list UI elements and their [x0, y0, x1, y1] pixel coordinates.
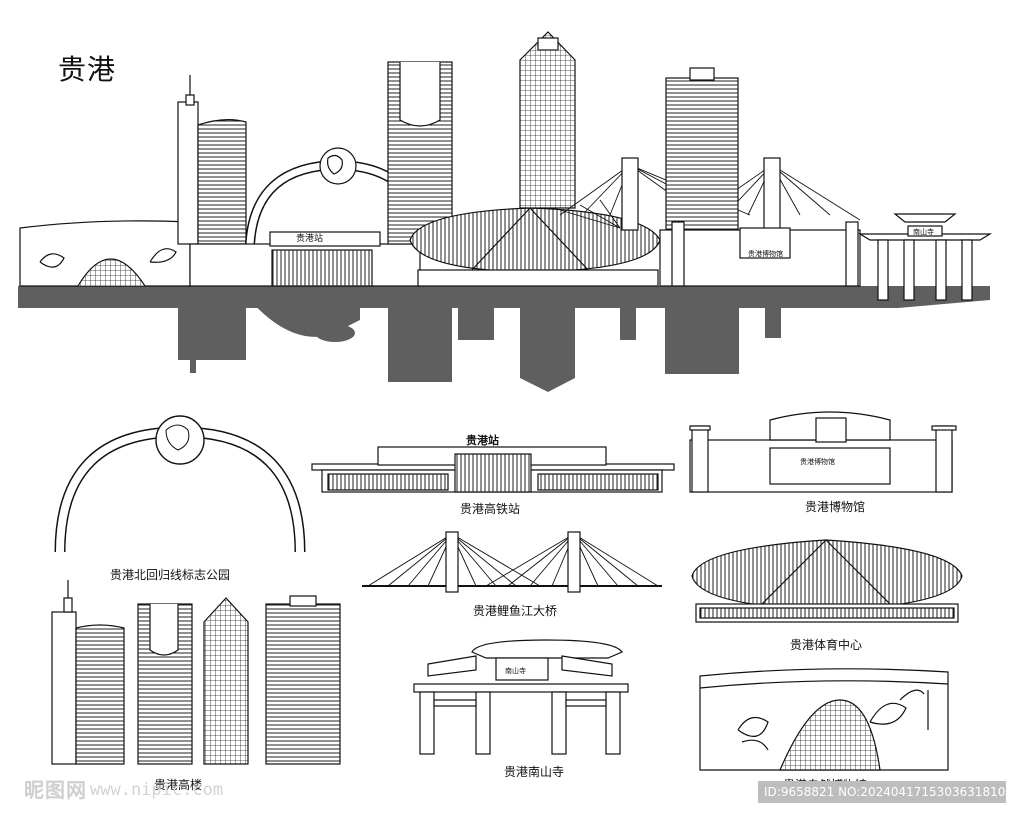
nature-museum [699, 668, 949, 771]
watermark-url: www.nipic.com [90, 780, 224, 800]
museum [689, 411, 957, 493]
museum-sign-top: 贵港博物馆 [748, 249, 783, 258]
page-title: 贵港 [58, 53, 117, 86]
watermark-brand: 昵图网 [24, 778, 87, 802]
towers [51, 580, 341, 765]
caption-stadium: 贵港体育中心 [789, 638, 863, 652]
caption-bridge: 贵港鲤鱼江大桥 [472, 604, 558, 618]
caption-towers: 贵港高楼 [153, 778, 203, 792]
caption-museum: 贵港博物馆 [804, 500, 866, 514]
temple-gate [413, 639, 629, 755]
station-sign-top: 贵港站 [296, 232, 323, 244]
gate-sign: 南山寺 [505, 666, 526, 675]
gate-sign-top: 南山寺 [913, 227, 934, 236]
station-sign: 贵港站 [466, 433, 499, 447]
tropic-arch [54, 415, 306, 553]
caption-temple: 贵港南山寺 [503, 765, 565, 779]
globe-icon [155, 415, 205, 465]
image-id-bar: ID:9658821 NO:20240417153036318107 [758, 781, 1013, 803]
railway-station [311, 446, 675, 493]
caption-tropic-park: 贵港北回归线标志公园 [109, 568, 231, 582]
globe-icon [319, 147, 357, 185]
reflection [178, 300, 781, 392]
stadium [691, 539, 963, 623]
caption-railway-station: 贵港高铁站 [459, 502, 521, 516]
bridge [362, 531, 662, 593]
museum-sign: 贵港博物馆 [800, 457, 835, 466]
main-skyline [18, 31, 993, 392]
